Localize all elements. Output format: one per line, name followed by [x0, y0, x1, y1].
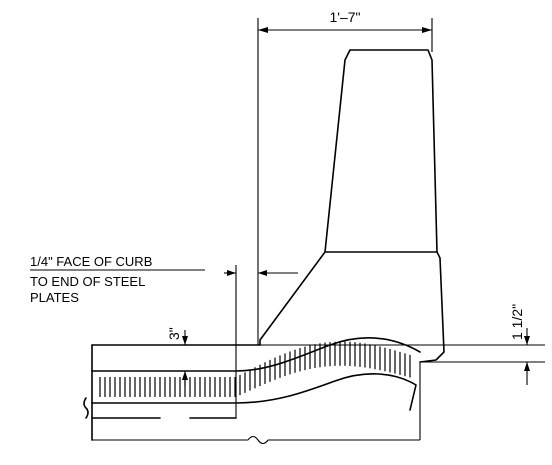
- expansion-seal: [91, 337, 421, 411]
- arrowhead-left: [258, 27, 268, 33]
- seal-bottom-edge: [91, 373, 417, 411]
- left-height-label: 3": [166, 327, 182, 340]
- note-line-1: 1/4" FACE OF CURB: [30, 254, 152, 269]
- left-break-symbol: [83, 397, 89, 419]
- curb-barrier: [259, 49, 445, 363]
- note-arrowhead-right: [258, 270, 267, 276]
- note-line-2: TO END OF STEEL: [30, 274, 145, 289]
- right-height-dimension: 1 1/2": [509, 304, 530, 385]
- arrowhead-right: [422, 27, 432, 33]
- deck-lines: [91, 265, 545, 441]
- seal-top-edge: [91, 337, 421, 372]
- barrier-outline: [259, 49, 445, 363]
- left-height-dimension: 3": [166, 327, 188, 386]
- note-arrowhead-left: [227, 270, 236, 276]
- bottom-break-symbol: [247, 435, 269, 445]
- top-width-dimension: 1'–7": [257, 9, 433, 345]
- left-dim-arrowhead-upper: [182, 336, 188, 345]
- right-dim-arrowhead-upper: [524, 336, 530, 345]
- top-width-label: 1'–7": [329, 9, 360, 25]
- seal-hatching: [99, 341, 411, 397]
- left-dim-arrowhead-lower: [182, 371, 188, 380]
- curb-face-note: 1/4" FACE OF CURB TO END OF STEEL PLATES: [30, 254, 298, 305]
- note-line-3: PLATES: [30, 290, 79, 305]
- lower-deck: [83, 397, 420, 445]
- right-dim-arrowhead-lower: [524, 362, 530, 371]
- right-height-label: 1 1/2": [509, 304, 525, 340]
